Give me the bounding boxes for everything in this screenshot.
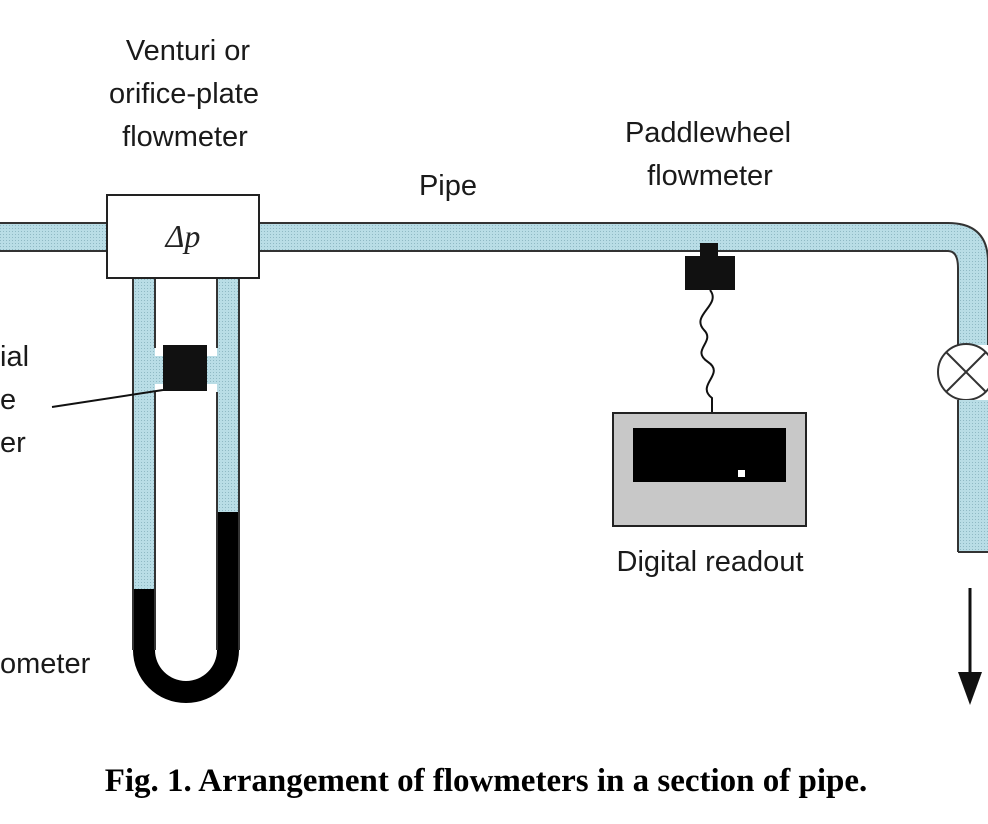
- digital-readout-label: Digital readout: [617, 546, 804, 578]
- venturi-box: Δp: [106, 194, 260, 279]
- manometer: [132, 277, 240, 703]
- signal-wire: [699, 289, 715, 413]
- delta-p-label: Δp: [164, 218, 201, 254]
- paddlewheel-flowmeter-icon: [685, 243, 735, 290]
- differential-label-line1: ial: [0, 341, 29, 373]
- venturi-label-line2: orifice-plate: [109, 78, 259, 110]
- differential-label-line2: e: [0, 384, 16, 416]
- pipe-elbow: [947, 222, 988, 345]
- readout-screen: [633, 428, 786, 482]
- differential-pressure-sensor-icon: [163, 345, 207, 391]
- figure-caption: Fig. 1. Arrangement of flowmeters in a s…: [105, 763, 868, 799]
- venturi-label-line1: Venturi or: [126, 35, 250, 67]
- pipe-outlet: [957, 400, 988, 553]
- paddlewheel-label-line2: flowmeter: [647, 160, 773, 192]
- manometer-label: ometer: [0, 648, 91, 680]
- readout-decimal-point: [738, 470, 745, 477]
- valve-icon: [937, 343, 988, 401]
- differential-label-line3: er: [0, 427, 26, 459]
- venturi-label-line3: flowmeter: [122, 121, 248, 153]
- paddlewheel-label-line1: Paddlewheel: [625, 117, 791, 149]
- digital-readout-device: [612, 412, 807, 527]
- pipe-label: Pipe: [419, 170, 477, 202]
- flow-arrow-icon: [958, 588, 982, 705]
- differential-leader-line: [51, 389, 164, 408]
